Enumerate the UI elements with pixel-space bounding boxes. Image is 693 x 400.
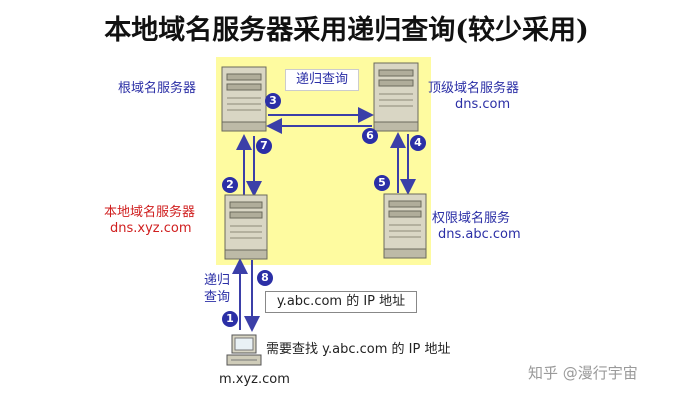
step-badge-5: 5 bbox=[374, 175, 390, 191]
server-tower-icon bbox=[373, 62, 419, 132]
recursive-query-label: 递归查询 bbox=[285, 69, 359, 91]
step-badge-3: 3 bbox=[265, 93, 281, 109]
server-tower-icon bbox=[383, 193, 427, 259]
client-host: m.xyz.com bbox=[219, 372, 290, 387]
authoritative-server-host: dns.abc.com bbox=[438, 227, 521, 242]
page-title: 本地域名服务器采用递归查询(较少采用) bbox=[104, 15, 589, 46]
step-badge-6: 6 bbox=[362, 128, 378, 144]
step-badge-2: 2 bbox=[222, 177, 238, 193]
tld-server-host: dns.com bbox=[455, 97, 511, 112]
step-badge-8: 8 bbox=[257, 270, 273, 286]
server-tower-icon bbox=[221, 66, 267, 132]
local-server-label: 本地域名服务器 bbox=[104, 205, 196, 220]
step-badge-7: 7 bbox=[256, 138, 272, 154]
step-badge-1: 1 bbox=[222, 311, 238, 327]
local-server-host: dns.xyz.com bbox=[110, 221, 192, 236]
ip-answer-box: y.abc.com 的 IP 地址 bbox=[265, 291, 417, 313]
server-tower-icon bbox=[224, 194, 268, 260]
step-badge-4: 4 bbox=[410, 135, 426, 151]
desktop-computer-icon bbox=[226, 334, 262, 366]
watermark: 知乎 @漫行宇宙 bbox=[528, 364, 638, 382]
tld-server-label: 顶级域名服务器 bbox=[428, 81, 520, 96]
client-query-text: 需要查找 y.abc.com 的 IP 地址 bbox=[266, 342, 451, 357]
authoritative-server-label: 权限域名服务 bbox=[432, 211, 511, 226]
recursive-side-label-2: 查询 bbox=[204, 290, 231, 305]
root-server-label: 根域名服务器 bbox=[118, 81, 197, 96]
recursive-side-label-1: 递归 bbox=[204, 273, 231, 288]
